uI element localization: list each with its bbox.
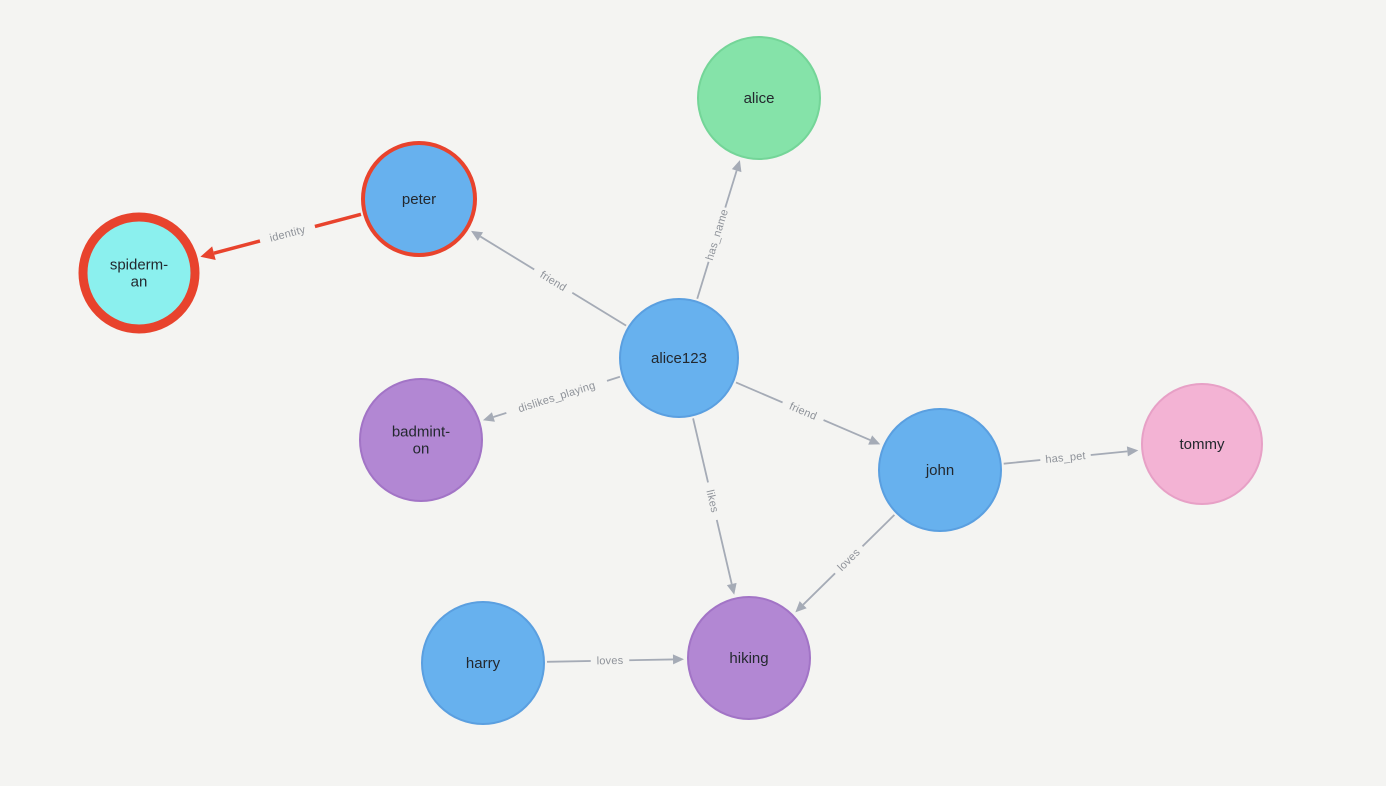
- node-label: hiking: [729, 650, 768, 667]
- edge-label-backing: [590, 652, 630, 669]
- node-circle: [687, 596, 811, 720]
- arrowhead-icon: [200, 246, 216, 260]
- node-label: badmint-on: [392, 424, 450, 458]
- node-circle: [361, 141, 477, 257]
- node-label: tommy: [1180, 436, 1226, 453]
- arrowhead-icon: [726, 582, 737, 595]
- arrowhead-icon: [795, 601, 807, 613]
- node-label: alice: [744, 90, 775, 107]
- arrowhead-icon: [482, 412, 495, 422]
- arrowhead-icon: [868, 435, 881, 445]
- edge-label-backing: [829, 540, 869, 579]
- graph-node-alice[interactable]: alice: [697, 36, 821, 160]
- edge-label-backing: [700, 205, 733, 265]
- edge-label-backing: [503, 373, 610, 421]
- node-label: alice123: [651, 350, 707, 367]
- node-circle: [421, 601, 545, 725]
- graph-node-john[interactable]: john: [878, 408, 1002, 532]
- edge-label-backing: [700, 480, 725, 522]
- arrowhead-icon: [471, 230, 484, 241]
- node-circle: [359, 378, 483, 502]
- node-label: spiderm-an: [110, 257, 168, 291]
- edge-label: has_pet: [1045, 450, 1087, 466]
- node-circle: [619, 298, 739, 418]
- node-label: john: [925, 462, 954, 479]
- graph-node-alice123[interactable]: alice123: [619, 298, 739, 418]
- arrowhead-icon: [731, 160, 742, 173]
- graph-node-hiking[interactable]: hiking: [687, 596, 811, 720]
- graph-node-peter[interactable]: peter: [361, 141, 477, 257]
- edge-label-backing: [530, 262, 577, 300]
- node-circle: [697, 36, 821, 160]
- graph-node-spiderman[interactable]: spiderm-an: [78, 212, 200, 334]
- edge-label: loves: [597, 655, 624, 668]
- edge-label-backing: [257, 218, 317, 249]
- nodes-layer: alice peter spiderm-an alice123 badmint-on jo…: [78, 36, 1263, 725]
- arrowhead-icon: [672, 654, 685, 665]
- edge-label-backing: [779, 395, 827, 428]
- node-circle: [1141, 383, 1263, 505]
- graph-node-harry[interactable]: harry: [421, 601, 545, 725]
- node-label: harry: [466, 655, 501, 672]
- edge-label-group-has_pet[interactable]: has_pet: [1039, 447, 1092, 469]
- edge-label: likes: [703, 489, 720, 514]
- arrowhead-icon: [1126, 446, 1139, 457]
- edge-label-backing: [1039, 447, 1092, 469]
- edge-label-group-likes[interactable]: likes: [700, 480, 725, 522]
- node-label: peter: [402, 191, 436, 208]
- graph-node-badminton[interactable]: badmint-on: [359, 378, 483, 502]
- node-circle: [878, 408, 1002, 532]
- graph-node-tommy[interactable]: tommy: [1141, 383, 1263, 505]
- edge-label-group-loves[interactable]: loves: [590, 652, 630, 669]
- node-circle: [78, 212, 200, 334]
